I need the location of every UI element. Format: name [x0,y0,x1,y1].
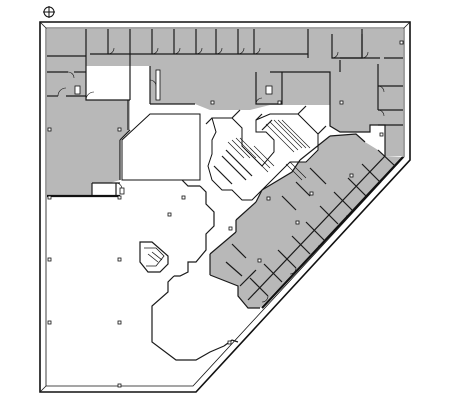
column [295,220,300,225]
column [399,40,404,45]
column [277,100,282,105]
central-atrium [121,113,201,187]
fixtures [74,69,273,195]
fixture [265,85,273,95]
column [210,100,215,105]
fixture [74,85,81,95]
column [349,173,354,178]
structural-columns [47,40,404,388]
column [117,195,122,200]
fixture [155,69,161,101]
column [228,226,233,231]
column [117,320,122,325]
building-outline [39,21,411,393]
column [47,127,52,132]
north-arrow-icon [43,6,55,18]
column [339,100,344,105]
fixture [119,187,125,195]
office-zone-north [47,29,403,196]
column [309,191,314,196]
column [167,212,172,217]
column [117,383,122,388]
open-area-walls [139,185,239,361]
column [266,196,271,201]
door-swings [57,47,385,303]
column [47,195,52,200]
stair-hatch [227,119,311,181]
west-office-walls [47,71,131,198]
column [257,258,262,263]
column [117,127,122,132]
column [181,195,186,200]
column [47,320,52,325]
column [47,257,52,262]
column [227,340,232,345]
column [117,257,122,262]
north-office-walls [47,29,403,156]
column [379,132,384,137]
service-core [205,105,327,201]
office-zone-southeast [210,134,403,308]
southeast-office-walls [209,133,404,309]
